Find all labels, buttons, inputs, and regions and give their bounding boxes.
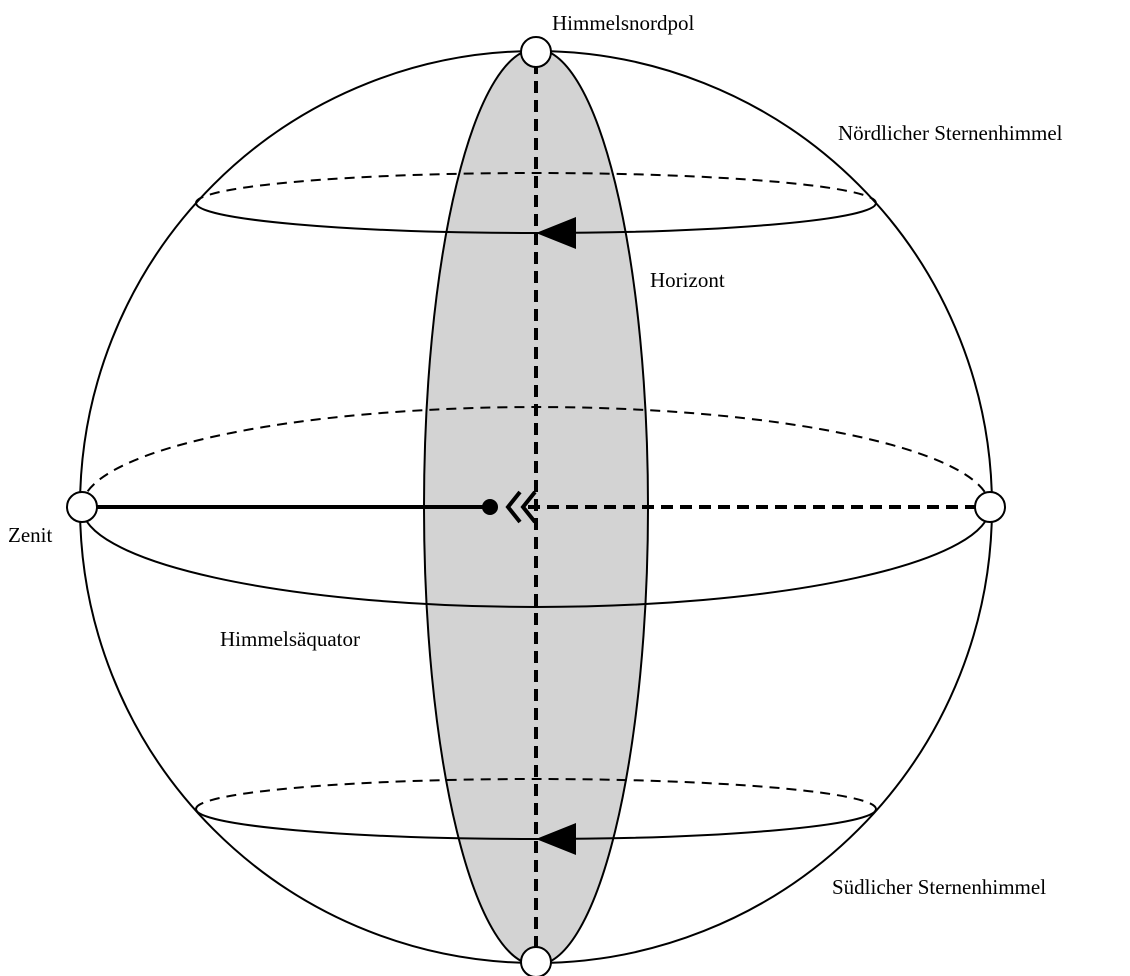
- horizon-label: Horizont: [650, 268, 725, 292]
- north-pole-marker: [521, 37, 551, 67]
- nadir-marker: [975, 492, 1005, 522]
- zenith-label: Zenit: [8, 523, 52, 547]
- celestial-equator-label: Himmelsäquator: [220, 627, 360, 651]
- zenith-marker: [67, 492, 97, 522]
- southern-sky-label: Südlicher Sternenhimmel: [832, 875, 1046, 899]
- northern-sky-label: Nördlicher Sternenhimmel: [838, 121, 1063, 145]
- north-pole-label: Himmelsnordpol: [552, 11, 694, 35]
- south-pole-marker: [521, 947, 551, 976]
- observer-dot: [482, 499, 498, 515]
